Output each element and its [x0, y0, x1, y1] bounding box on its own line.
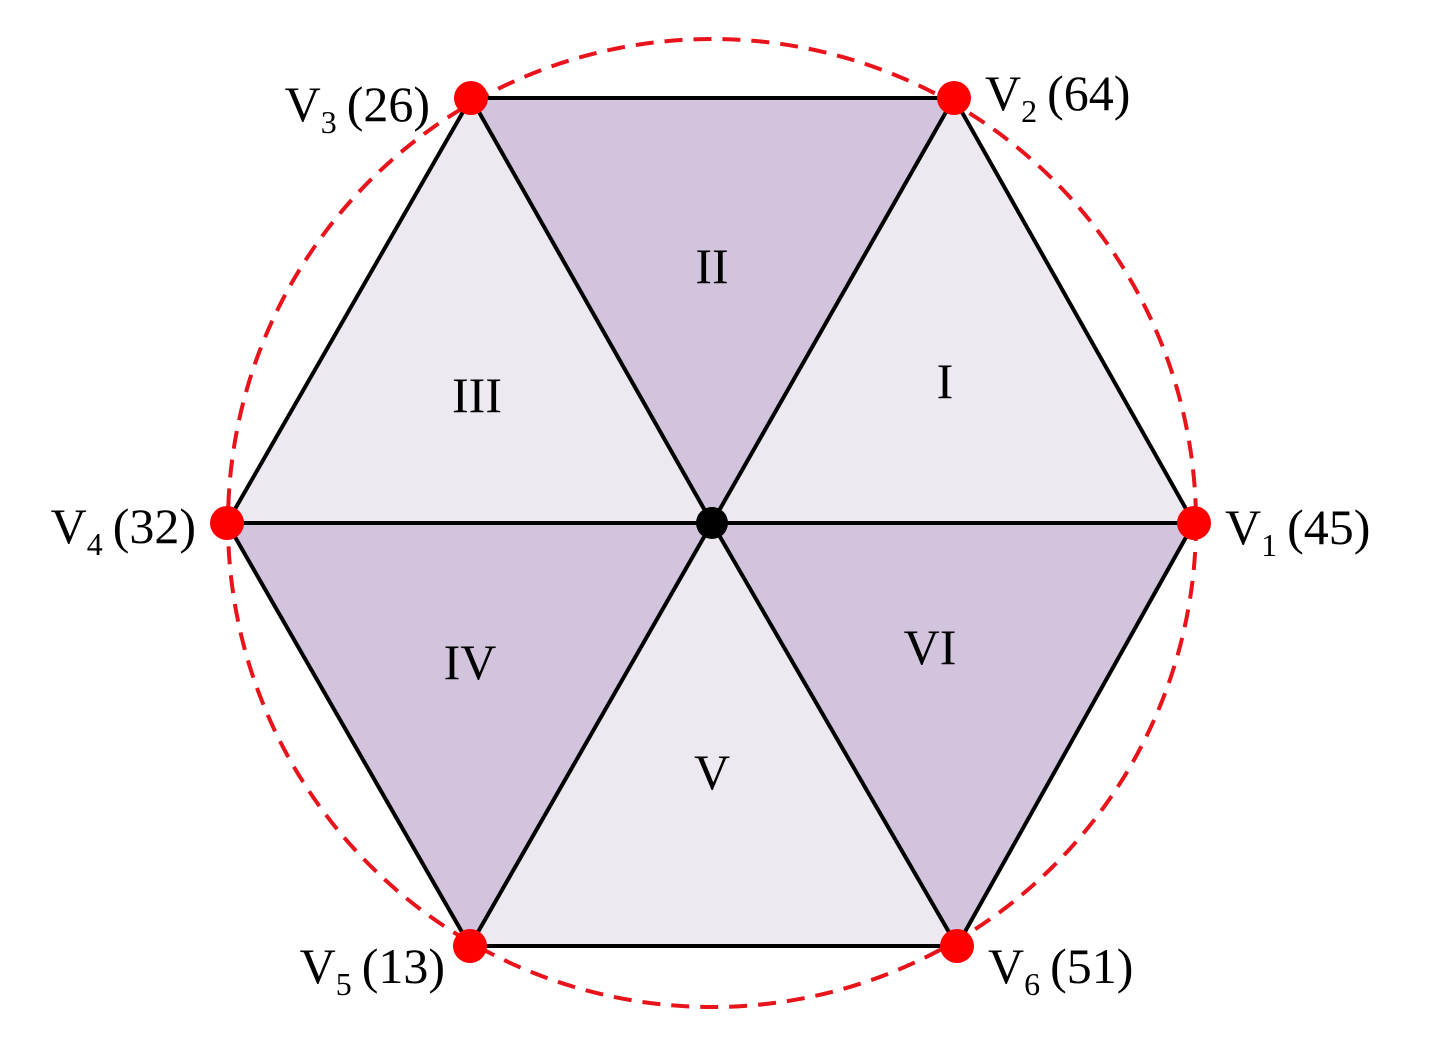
- vertex-subscript: 5: [336, 966, 352, 1002]
- spoke-5: [468, 522, 714, 947]
- sector-vi: [712, 523, 1194, 946]
- sector-iv: [227, 523, 712, 946]
- vertex-letter: V: [300, 938, 336, 994]
- vertex-label-v5: V5 (13): [300, 938, 445, 1002]
- vertex-dot-v1: [1177, 506, 1211, 540]
- vertex-subscript: 4: [87, 526, 103, 562]
- sector-iii: [227, 98, 712, 523]
- sector-label-ii: II: [695, 238, 728, 294]
- vertex-dot-v6: [940, 929, 974, 963]
- vertex-subscript: 3: [321, 104, 337, 140]
- vertex-subscript: 1: [1261, 527, 1277, 563]
- sector-ii: [471, 98, 954, 523]
- spoke-2: [710, 97, 956, 524]
- vertex-value: (13): [362, 938, 445, 994]
- vertex-value: (45): [1287, 499, 1370, 555]
- spoke-3: [469, 97, 714, 524]
- sector-label-v: V: [694, 744, 730, 800]
- vertex-letter: V: [988, 938, 1024, 994]
- vertex-dot-v2: [937, 81, 971, 115]
- vertex-label-v1: V1 (45): [1225, 499, 1370, 563]
- sector-i: [712, 98, 1194, 523]
- vertex-label-v4: V4 (32): [51, 498, 196, 562]
- vertex-label-v2: V2 (64): [985, 65, 1130, 129]
- vertex-label-v6: V6 (51): [988, 938, 1133, 1002]
- vertex-value: (26): [347, 76, 430, 132]
- vertex-value: (32): [113, 498, 196, 554]
- vertex-dot-v5: [453, 929, 487, 963]
- vertex-letter: V: [1225, 499, 1261, 555]
- center-dot: [696, 507, 728, 539]
- vertex-label-v3: V3 (26): [285, 76, 430, 140]
- sector-label-i: I: [937, 353, 954, 409]
- sector-label-iv: IV: [444, 634, 497, 690]
- vertex-value: (64): [1047, 65, 1130, 121]
- vertex-value: (51): [1050, 938, 1133, 994]
- sector-label-iii: III: [452, 367, 502, 423]
- spoke-6: [710, 521, 959, 948]
- vertex-dot-v3: [454, 81, 488, 115]
- vertex-subscript: 2: [1021, 93, 1037, 129]
- sector-v: [470, 523, 957, 946]
- vertex-letter: V: [985, 65, 1021, 121]
- vertex-dot-v4: [210, 506, 244, 540]
- vertex-letter: V: [285, 76, 321, 132]
- sector-label-vi: VI: [904, 619, 957, 675]
- vertex-letter: V: [51, 498, 87, 554]
- vertex-subscript: 6: [1024, 966, 1040, 1002]
